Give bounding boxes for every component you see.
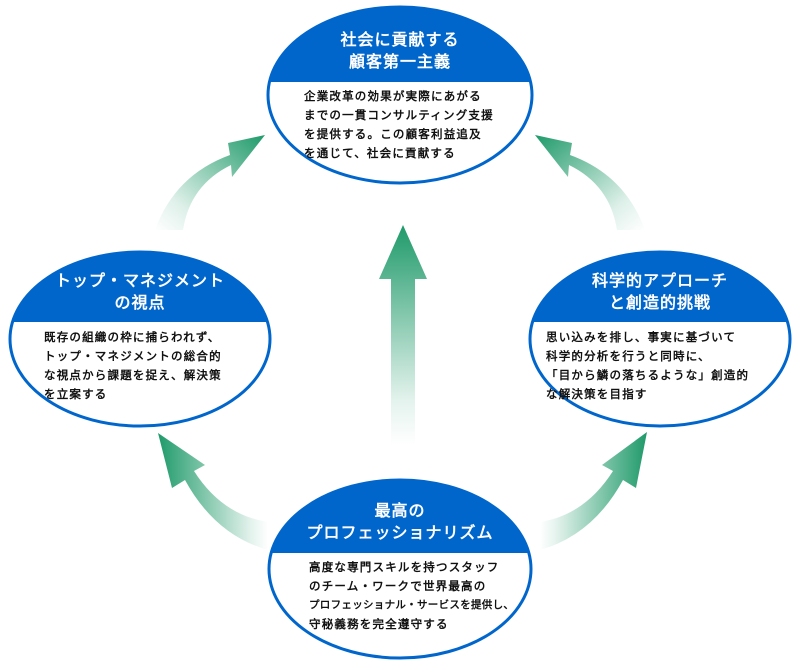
- node-top-title: 社会に貢献する 顧客第一主義: [266, 29, 534, 73]
- arrow-right-to-top: [535, 135, 645, 230]
- body-line: を通じて、社会に貢献する: [304, 146, 456, 160]
- body-line: な解決策を目指す: [546, 387, 648, 401]
- body-line: を提供する。この顧客利益追及: [304, 127, 482, 141]
- body-line: プロフェッショナル・サービスを提供し、: [309, 599, 515, 611]
- body-line: トップ・マネジメントの総合的: [44, 349, 222, 363]
- body-line: 思い込みを排し、事実に基づいて: [546, 330, 737, 344]
- body-line: 守秘義務を完全遵守する: [309, 617, 449, 631]
- body-line: のチーム・ワークで世界最高の: [309, 579, 487, 593]
- node-right-title: 科学的アプローチ と創造的挑戦: [528, 270, 792, 314]
- node-left-body: 既存の組織の枠に捕らわれず、 トップ・マネジメントの総合的 な視点から課題を捉え…: [44, 328, 222, 404]
- title-line: 社会に貢献する: [340, 30, 460, 49]
- node-left-title: トップ・マネジメント の視点: [8, 270, 272, 314]
- title-line: トップ・マネジメント: [54, 271, 225, 290]
- arrow-bottom-to-right: [540, 432, 647, 550]
- node-bottom-title: 最高の プロフェッショナリズム: [267, 500, 533, 544]
- title-line: 顧客第一主義: [348, 52, 451, 71]
- body-line: な視点から課題を捉え、解決策: [44, 368, 222, 382]
- body-line: 高度な専門スキルを持つスタッフ: [309, 560, 500, 574]
- body-line: 科学的分析を行うと同時に、: [546, 349, 711, 363]
- body-line: を立案する: [44, 387, 108, 401]
- title-line: と創造的挑戦: [608, 293, 711, 312]
- node-right-body: 思い込みを排し、事実に基づいて 科学的分析を行うと同時に、 「目から鱗の落ちるよ…: [546, 328, 749, 404]
- node-right: 科学的アプローチ と創造的挑戦 思い込みを排し、事実に基づいて 科学的分析を行う…: [528, 250, 792, 428]
- node-top-body: 企業改革の効果が実際にあがる までの一貫コンサルティング支援 を提供する。この顧…: [304, 87, 494, 163]
- arrow-left-to-top: [155, 135, 265, 230]
- title-line: の視点: [114, 293, 166, 312]
- node-bottom: 最高の プロフェッショナリズム 高度な専門スキルを持つスタッフ のチーム・ワーク…: [267, 478, 533, 660]
- title-line: プロフェッショナリズム: [306, 523, 494, 542]
- node-top: 社会に貢献する 顧客第一主義 企業改革の効果が実際にあがる までの一貫コンサルテ…: [266, 5, 534, 185]
- title-line: 最高の: [374, 501, 426, 520]
- body-line: 企業改革の効果が実際にあがる: [304, 89, 482, 103]
- node-left: トップ・マネジメント の視点 既存の組織の枠に捕らわれず、 トップ・マネジメント…: [8, 250, 272, 428]
- body-line: 「目から鱗の落ちるような」創造的: [546, 368, 750, 382]
- body-line: までの一貫コンサルティング支援: [304, 108, 494, 122]
- arrow-bottom-to-left: [158, 433, 268, 550]
- body-line: 既存の組織の枠に捕らわれず、: [44, 330, 221, 344]
- arrow-bottom-to-top: [379, 225, 427, 445]
- title-line: 科学的アプローチ: [591, 271, 728, 290]
- node-bottom-body: 高度な専門スキルを持つスタッフ のチーム・ワークで世界最高の プロフェッショナル…: [309, 558, 514, 634]
